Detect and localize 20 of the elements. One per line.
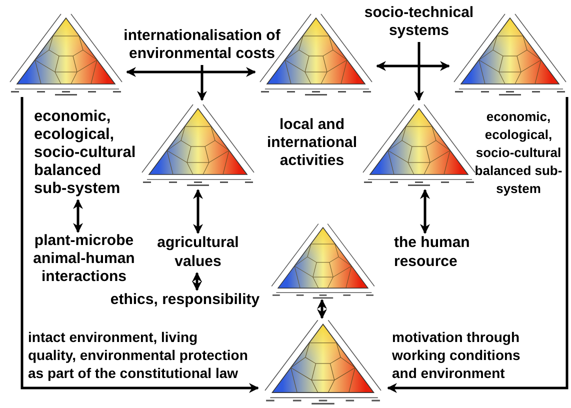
node-text: socio-technical systems (364, 4, 474, 40)
arrow (197, 65, 207, 101)
text-label: local and international activities (266, 116, 358, 170)
double-arrow (193, 189, 203, 234)
node-text: economic, ecological, socio-cultural balanced sub-system (474, 108, 564, 198)
arrow (20, 97, 259, 393)
node-text: ethics, responsibility (109, 290, 261, 309)
arrow (414, 42, 424, 101)
arrow (387, 97, 568, 393)
node-text: economic, ecological, socio-cultural balanced sub-system (34, 108, 137, 198)
node-text: the human resource (394, 233, 471, 271)
node-text: internationalisation of environmental costs (122, 27, 282, 63)
double-arrow (73, 199, 83, 233)
double-arrow (192, 272, 202, 291)
double-arrow (376, 61, 450, 71)
double-arrow (126, 67, 256, 77)
node-text: plant-microbe animal-human interactions (32, 232, 136, 286)
node-text: agricultural values (156, 233, 240, 271)
double-arrow (420, 189, 430, 234)
double-arrow (317, 299, 327, 319)
